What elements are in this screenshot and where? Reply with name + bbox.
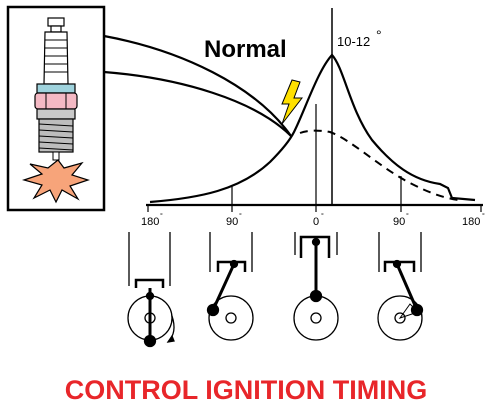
axis-tick-labels: 180 ° 90 ° 0 ° 90 ° 180 ° (141, 212, 485, 228)
piston-crank-compression (206, 232, 254, 341)
piston-crank-bdc (127, 232, 175, 348)
tick-degree: ° (482, 212, 485, 220)
tick-label-left-180: 180 (141, 216, 159, 228)
motoring-pressure-curve (299, 129, 459, 201)
lightning-bolt-icon (281, 79, 304, 125)
combustion-pressure-curve (149, 53, 476, 204)
plug-hex-nut (34, 92, 78, 110)
tick-degree: ° (406, 212, 409, 220)
piston-crank-power (377, 232, 424, 341)
tick-label-right-90: 90 (393, 216, 405, 228)
crank-angle-axis (146, 8, 483, 212)
plug-band (36, 83, 76, 94)
condition-label: Normal (204, 36, 287, 63)
tick-label-left-90: 90 (226, 216, 238, 228)
tick-label-zero: 0 (313, 216, 319, 228)
peak-angle-degree: ° (376, 27, 382, 43)
tick-label-right-180: 180 (462, 216, 480, 228)
spark-plug-icon (34, 17, 78, 161)
peak-angle-label: 10-12 (337, 34, 370, 49)
piston-crank-tdc (293, 232, 339, 341)
pressure-curves (149, 53, 476, 204)
spark-plug-panel (6, 5, 106, 212)
spark-flash-icon (21, 159, 90, 204)
tick-degree: ° (321, 212, 324, 220)
tick-degree: ° (160, 212, 163, 220)
diagram-caption: CONTROL IGNITION TIMING (65, 375, 427, 405)
callout-lines (103, 34, 292, 137)
tick-degree: ° (239, 212, 242, 220)
